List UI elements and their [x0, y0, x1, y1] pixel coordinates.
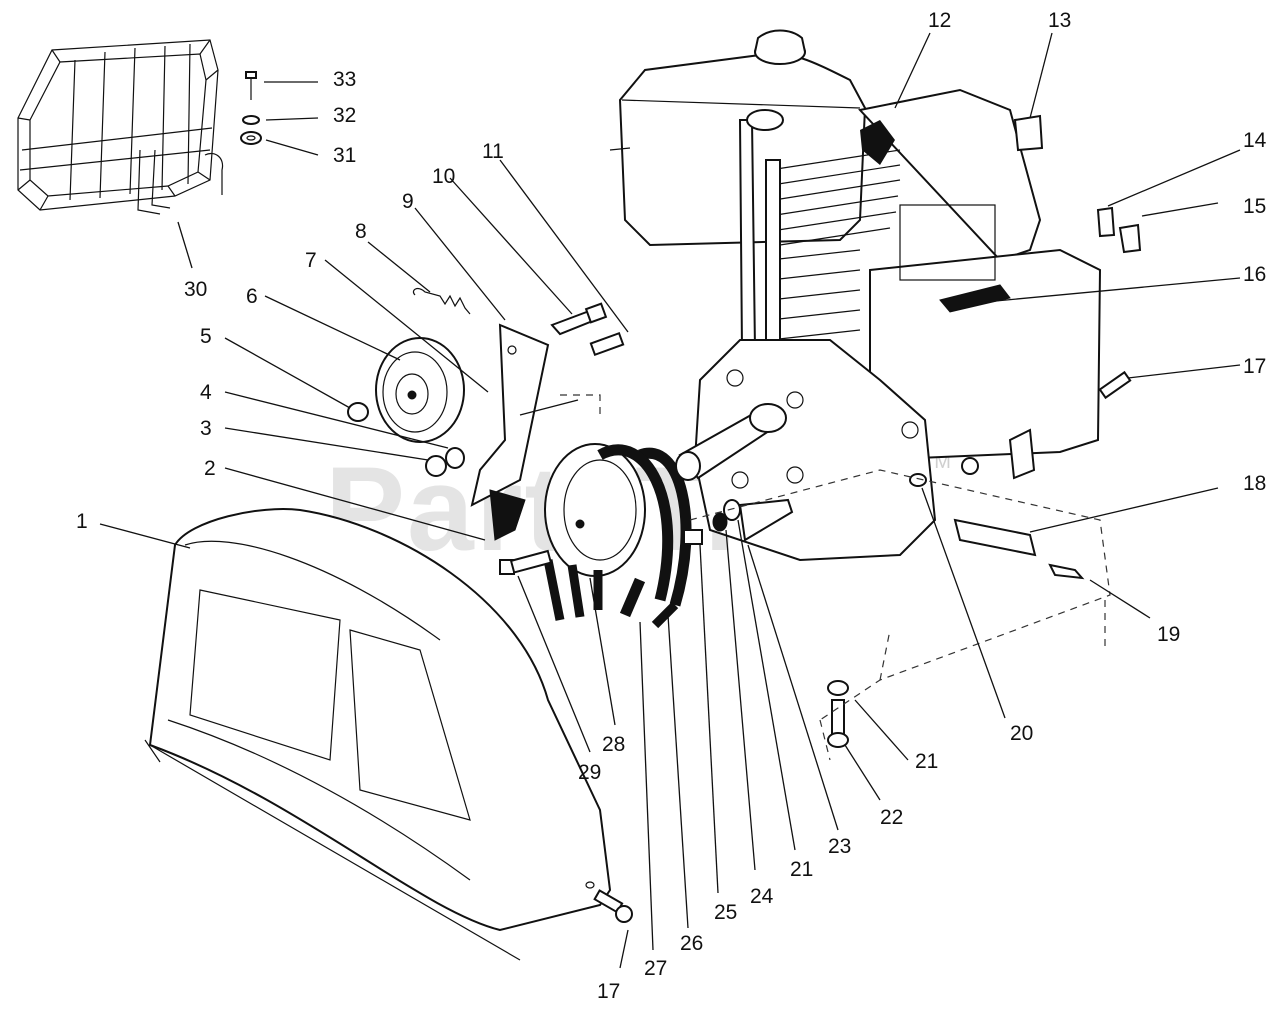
part-4-washer [445, 447, 465, 469]
callout-22: 22 [880, 806, 903, 829]
part-6-idler-pulley [375, 337, 465, 443]
callout-20: 20 [1010, 722, 1033, 745]
part-22-bolt [827, 699, 849, 748]
part-23-bracket [738, 498, 794, 542]
callout-31: 31 [333, 144, 356, 167]
callout-16: 16 [1243, 263, 1266, 286]
callout-33: 33 [333, 68, 356, 91]
callout-15: 15 [1243, 195, 1266, 218]
callout-12: 12 [928, 9, 951, 32]
callout-2: 2 [204, 457, 216, 480]
callout-9: 9 [402, 190, 414, 213]
part-10-bolt [550, 302, 608, 336]
part-17-bolt-right [1098, 370, 1132, 400]
callout-6: 6 [246, 285, 258, 308]
part-32-lockwasher [242, 115, 260, 125]
callout-25: 25 [714, 901, 737, 924]
callout-26: 26 [680, 932, 703, 955]
callout-28: 28 [602, 733, 625, 756]
part-17-bolt-bottom [593, 889, 633, 923]
callout-14: 14 [1243, 129, 1267, 152]
callout-labels: 1 2 3 4 5 6 7 8 9 10 11 12 13 14 15 16 1… [76, 9, 1267, 1003]
callout-21-right: 21 [915, 750, 938, 773]
leader-lines [99, 32, 1241, 969]
base-frame [560, 394, 1111, 761]
part-1-belt-cover [144, 508, 612, 961]
part-29-bolt [499, 549, 553, 575]
part-18-key [953, 518, 1037, 557]
callout-32: 32 [333, 104, 356, 127]
callout-11: 11 [482, 140, 504, 163]
callout-13: 13 [1048, 9, 1071, 32]
part-19-pin [1048, 563, 1085, 580]
callout-17-bottom: 17 [597, 980, 620, 1003]
part-31-washer [240, 131, 262, 145]
callout-7: 7 [305, 249, 317, 272]
part-24-washer [723, 499, 741, 521]
engine [609, 29, 1102, 562]
part-20-nut [909, 473, 927, 487]
part-5-nut [347, 402, 369, 422]
part-11-bolt [589, 331, 625, 357]
callout-4: 4 [200, 381, 212, 404]
callout-19: 19 [1157, 623, 1180, 646]
callout-18: 18 [1243, 472, 1266, 495]
belt-loops [543, 559, 603, 621]
callout-5: 5 [200, 325, 212, 348]
part-27-belt [597, 444, 674, 618]
part-14-decal [1096, 206, 1116, 238]
callout-21-left: 21 [790, 858, 813, 881]
part-25-nut [683, 512, 728, 545]
part-33-screw [245, 71, 257, 100]
part-8-spring [412, 287, 471, 315]
part-15-decal [1118, 223, 1142, 254]
part-28-drive-pulley [544, 443, 646, 577]
part-26-belt [638, 447, 692, 629]
part-30-guard-cage [17, 39, 224, 215]
callout-1: 1 [76, 510, 88, 533]
callout-30: 30 [184, 278, 207, 301]
part-9-idler-arm [470, 323, 550, 541]
callout-23: 23 [828, 835, 851, 858]
callout-29: 29 [578, 761, 601, 784]
part-13-decal [1013, 114, 1044, 152]
callout-3: 3 [200, 417, 212, 440]
callout-17-right: 17 [1243, 355, 1266, 378]
callout-10: 10 [432, 165, 455, 188]
callout-24: 24 [750, 885, 774, 908]
callout-8: 8 [355, 220, 367, 243]
callout-27: 27 [644, 957, 667, 980]
part-3-spacer [425, 455, 447, 477]
part-21-washer [827, 680, 849, 696]
